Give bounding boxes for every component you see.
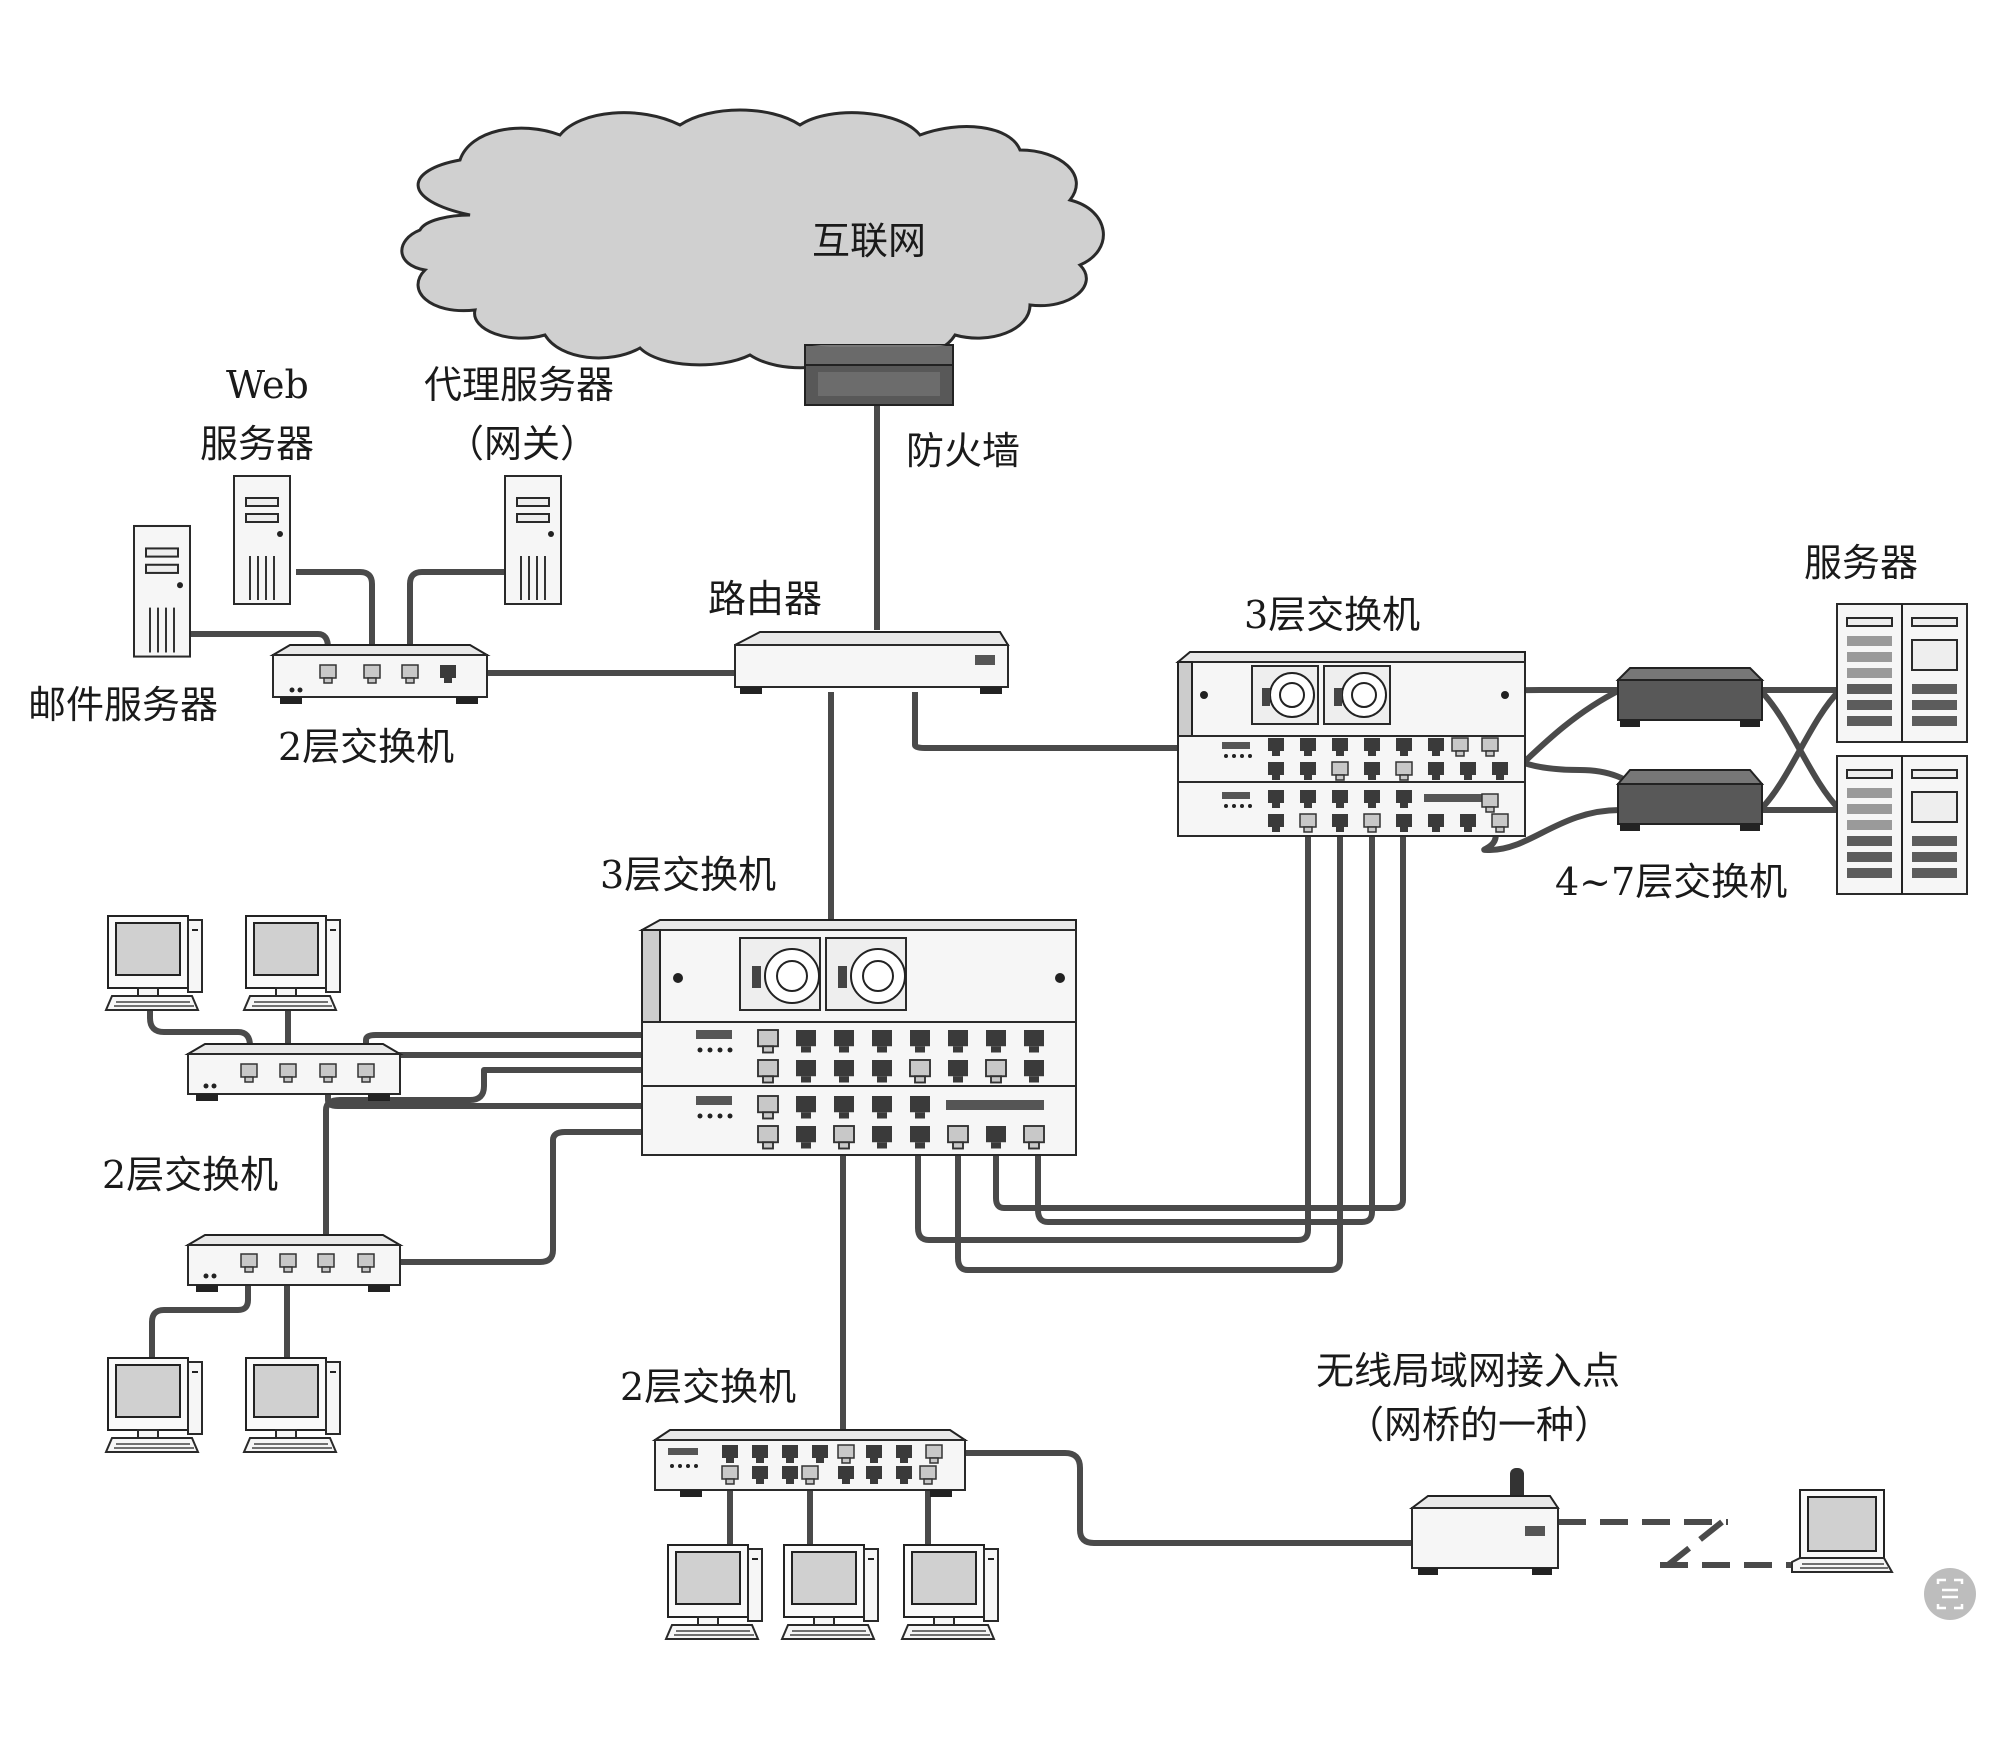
l3-switch-center (638, 919, 1077, 1156)
l2-switch-top-left (269, 644, 491, 704)
web-server-label-line1: Web (226, 363, 309, 407)
l47-switch-label: 4~7层交换机 (1555, 860, 1787, 904)
proxy-server-label-line2: （网关） (446, 422, 598, 466)
firewall-device (804, 344, 954, 406)
screenshot-ocr-icon[interactable] (1924, 1568, 1976, 1620)
l3-switch-right-label: 3层交换机 (1244, 593, 1420, 637)
firewall-label: 防火墙 (906, 429, 1020, 473)
wlan-ap-label-line1: 无线局域网接入点 (1316, 1349, 1620, 1393)
mail-server-label: 邮件服务器 (28, 683, 218, 727)
wlan-ap-label-line2: （网桥的一种） (1346, 1403, 1612, 1447)
laptop-icon (1791, 1489, 1894, 1573)
l3-switch-center-label: 3层交换机 (600, 853, 776, 897)
l2-switch-left-upper (184, 1043, 404, 1101)
rack-server-top-icon (1836, 603, 1968, 743)
mail-server-icon (132, 524, 192, 658)
rack-server-bottom-icon (1836, 755, 1968, 895)
internet-label: 互联网 (812, 219, 926, 263)
pc-bottom-3 (901, 1544, 999, 1640)
l2-switch-top-left-label: 2层交换机 (278, 725, 454, 769)
pc-top-left-2 (243, 915, 341, 1011)
web-server-icon (233, 475, 291, 605)
servers-label: 服务器 (1804, 541, 1918, 585)
l2-switch-left-lower (184, 1234, 404, 1292)
pc-top-left-1 (105, 915, 203, 1011)
l3-switch-right (1175, 651, 1526, 837)
l2-switch-bottom (651, 1429, 969, 1497)
l47-switch-bottom (1615, 769, 1765, 831)
pc-bottom-left-1 (105, 1357, 203, 1453)
proxy-server-label-line1: 代理服务器 (424, 363, 614, 407)
internet-cloud (400, 108, 1105, 370)
l47-switch-top (1615, 667, 1765, 727)
web-server-label-line2: 服务器 (200, 422, 314, 466)
wlan-access-point (1409, 1468, 1560, 1575)
l2-switch-left-label: 2层交换机 (102, 1153, 278, 1197)
cables (147, 405, 1843, 1568)
pc-bottom-1 (665, 1544, 763, 1640)
proxy-server-icon (504, 475, 562, 605)
router-device (734, 631, 1010, 694)
l2-switch-bottom-label: 2层交换机 (620, 1365, 796, 1409)
pc-bottom-2 (781, 1544, 879, 1640)
pc-bottom-left-2 (243, 1357, 341, 1453)
router-label: 路由器 (708, 577, 822, 621)
